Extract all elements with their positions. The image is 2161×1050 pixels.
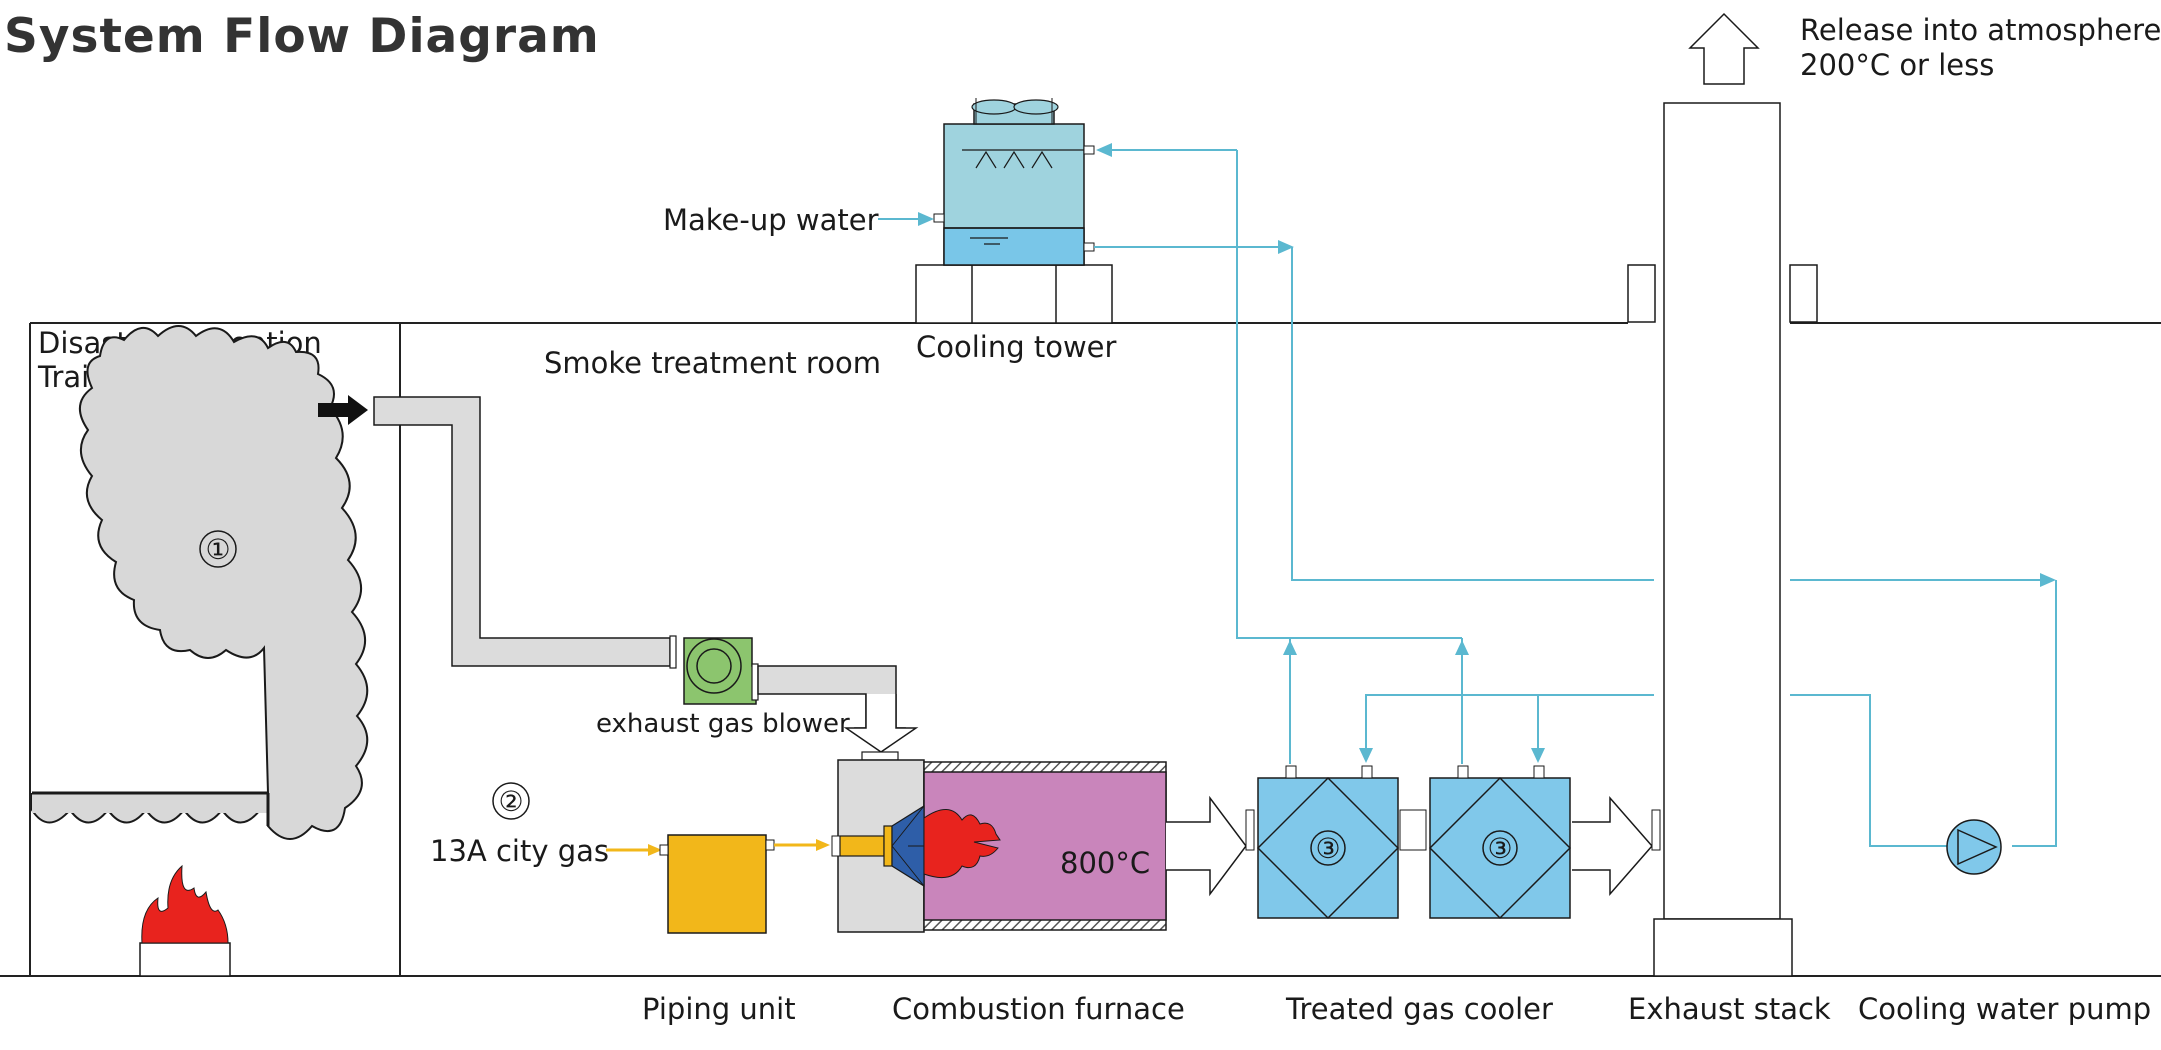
release-label-2: 200°C or less (1800, 48, 1994, 82)
piping-unit[interactable] (667, 834, 767, 934)
smoke-marker: ① (205, 533, 230, 566)
makeup-water-label: Make-up water (663, 203, 879, 237)
smoke-marker-circle (199, 530, 237, 568)
gas-marker-circle (492, 782, 530, 820)
fire-icon (139, 864, 231, 977)
cooler-outlet-arrow (1572, 796, 1653, 896)
up-arrow-icon (1688, 12, 1760, 85)
flame-icon (923, 809, 1001, 879)
cooler-a-marker: ③ (1315, 832, 1340, 865)
gas-marker: ② (498, 785, 523, 818)
city-gas-arrow (648, 844, 662, 856)
smoke-outlet-arrow (318, 395, 368, 425)
cooler-a-return-arrow (1283, 640, 1297, 655)
smoke-cloud-icon (31, 325, 369, 840)
city-gas-label: 13A city gas (430, 834, 609, 868)
diagram-title: System Flow Diagram (4, 9, 600, 64)
cooler-b-marker: ③ (1487, 832, 1512, 865)
cooling-water-pump-label: Cooling water pump (1858, 992, 2151, 1026)
furnace-inlet-arrow (843, 694, 919, 753)
blower-label: exhaust gas blower (596, 709, 850, 739)
tower-outlet-arrow (1278, 240, 1294, 254)
furnace-temperature: 800°C (1060, 846, 1150, 880)
treated-gas-cooler-label: Treated gas cooler (1285, 992, 1553, 1026)
smoke-duct (373, 396, 671, 667)
treated-gas-cooler-a[interactable] (1256, 765, 1400, 920)
pump-icon[interactable] (1946, 819, 2002, 875)
furnace-outlet-arrow (1166, 795, 1247, 897)
treated-gas-cooler-b[interactable] (1428, 765, 1572, 920)
release-label-1: Release into atmosphere (1800, 13, 2161, 47)
cooler-b-supply-arrow (1531, 748, 1545, 763)
smoke-room-label: Smoke treatment room (544, 346, 881, 380)
cooler-b-return-arrow (1455, 640, 1469, 655)
cooling-water-lines (1094, 149, 2057, 847)
combustion-furnace-label: Combustion furnace (892, 992, 1185, 1026)
cooling-tower-label: Cooling tower (916, 330, 1117, 364)
blower-fan-icon[interactable] (683, 637, 759, 705)
cooler-a-supply-arrow (1359, 748, 1373, 763)
makeup-water-arrow (918, 212, 934, 226)
piping-to-burner-arrow (816, 839, 830, 851)
exhaust-stack[interactable] (1627, 102, 1818, 977)
tower-return-arrow (1096, 143, 1112, 157)
piping-unit-label: Piping unit (642, 992, 796, 1026)
cooling-tower[interactable] (915, 98, 1113, 324)
supply-to-pump-arrow (2040, 573, 2056, 587)
exhaust-stack-label: Exhaust stack (1628, 992, 1831, 1026)
